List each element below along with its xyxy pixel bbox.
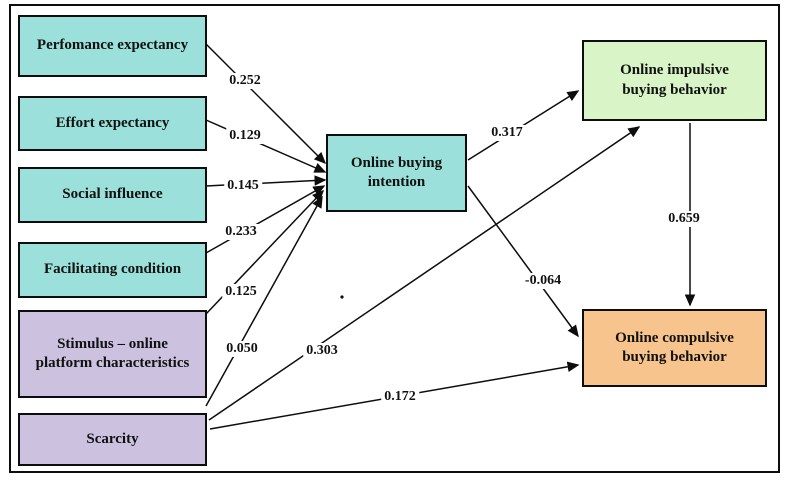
node-label: Online impulsive buying behavior — [620, 62, 729, 98]
coefficient-intention-compulsive: -0.064 — [521, 273, 565, 289]
node-social-influence: Social influence — [18, 167, 207, 223]
node-label: Scarcity — [86, 430, 139, 447]
node-facilitating-condition: Facilitating condition — [18, 242, 207, 298]
coefficient-social-intention: 0.145 — [224, 178, 262, 194]
node-label: Stimulus – online platform characteristi… — [35, 335, 190, 372]
node-stimulus-online-platform-characteristics: Stimulus – online platform characteristi… — [18, 310, 207, 398]
edge-scarcity-to-intention — [205, 195, 323, 407]
coefficient-intention-impulsive: 0.317 — [488, 125, 526, 141]
coefficient-scarcity-compulsive: 0.172 — [381, 389, 419, 405]
node-online-impulsive-buying-behavior: Online impulsive buying behavior — [582, 40, 767, 121]
coefficient-effort-intention: 0.129 — [226, 128, 264, 144]
node-performance-expectancy: Perfomance expectancy — [18, 15, 207, 77]
node-label: Online buying intention — [350, 154, 443, 191]
node-label: Effort expectancy — [55, 114, 170, 131]
edge-intention-to-compulsive — [467, 185, 579, 338]
coefficient-scarcity-intention: 0.050 — [223, 341, 261, 357]
node-label: Facilitating condition — [43, 261, 182, 278]
node-effort-expectancy: Effort expectancy — [18, 96, 207, 151]
coefficient-scarcity-impulsive: 0.303 — [303, 343, 341, 359]
coefficient-performance-intention: 0.252 — [226, 73, 264, 89]
coefficient-stimulus-intention: 0.125 — [222, 284, 260, 300]
coefficient-impulsive-compulsive: 0.659 — [665, 211, 703, 227]
figure-border — [9, 4, 780, 473]
edge-facilitating-to-intention — [205, 185, 326, 254]
edge-scarcity-to-impulsive — [208, 126, 641, 421]
node-online-compulsive-buying-behavior: Online compulsive buying behavior — [582, 309, 767, 387]
node-scarcity: Scarcity — [18, 413, 207, 466]
edge-performance-to-intention — [205, 43, 327, 165]
node-label: Perfomance expectancy — [36, 37, 189, 54]
node-online-buying-intention: Online buying intention — [326, 134, 467, 212]
node-label: Social influence — [62, 186, 163, 203]
coefficient-facilitating-intention: 0.233 — [222, 224, 260, 240]
edge-effort-to-intention — [205, 119, 327, 173]
node-label: Online compulsive buying behavior — [615, 329, 734, 366]
stray-dot — [340, 295, 344, 299]
